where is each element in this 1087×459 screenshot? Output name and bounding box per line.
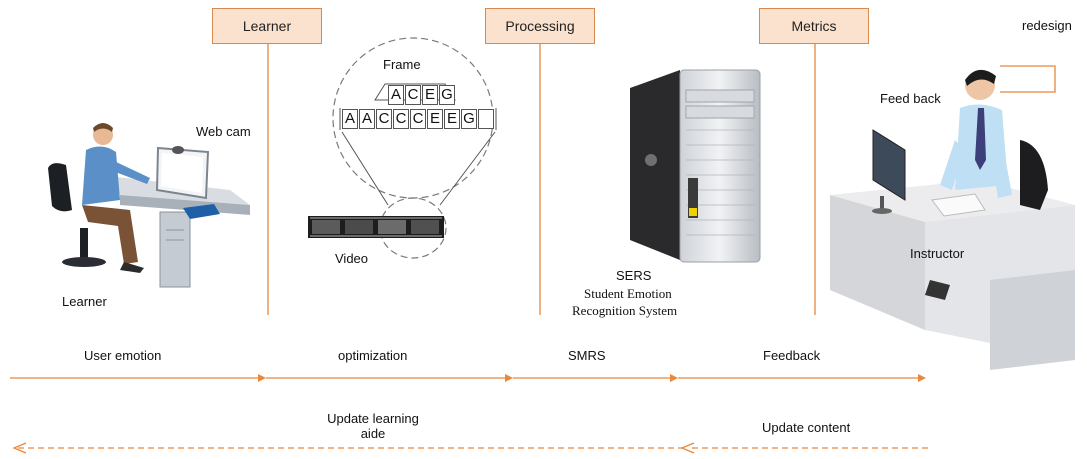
- seq-bottom-cell: C: [376, 109, 392, 129]
- learner-illustration: [48, 123, 250, 288]
- stage-box-metrics: Metrics: [759, 8, 869, 44]
- instructor-illustration: [830, 69, 1075, 370]
- forward-flow-arrow: [10, 374, 926, 382]
- stage-label-learner: Learner: [242, 18, 292, 34]
- stage-box-learner: Learner: [212, 8, 322, 44]
- flow-step-user-emotion: User emotion: [84, 348, 162, 363]
- redesign-bracket: [1000, 65, 1056, 93]
- sers-line-1: Student Emotion: [584, 286, 672, 301]
- video-filmstrip: [308, 216, 444, 238]
- stage-label-metrics: Metrics: [791, 18, 837, 34]
- seq-bottom-cell: E: [444, 109, 460, 129]
- feed-back-label: Feed back: [880, 91, 941, 106]
- seq-bottom-cell: A: [342, 109, 358, 129]
- frame-label: Frame: [383, 57, 421, 72]
- sers-title: SERS: [616, 268, 652, 283]
- stage-box-processing: Processing: [485, 8, 595, 44]
- seq-bottom-cell: G: [461, 109, 477, 129]
- flow-step-optimization: optimization: [338, 348, 408, 363]
- seq-bottom-cell: A: [359, 109, 375, 129]
- update-learning-line-1: Update learning: [327, 411, 419, 426]
- seq-bottom-cell: [478, 109, 494, 129]
- seq-top-cell: C: [405, 85, 421, 105]
- seq-top-cell: E: [422, 85, 438, 105]
- web-cam-label: Web cam: [196, 124, 251, 139]
- update-content-label: Update content: [762, 420, 851, 435]
- learner-figure-label: Learner: [62, 294, 107, 309]
- sers-line-2: Recognition System: [572, 303, 678, 318]
- frame-sequence-bottom: A A C C C E E G: [342, 109, 495, 129]
- stage-label-processing: Processing: [505, 18, 575, 34]
- backward-flow-arrow: [12, 442, 930, 454]
- instructor-label: Instructor: [910, 246, 965, 261]
- seq-bottom-cell: C: [393, 109, 409, 129]
- redesign-label: redesign: [1022, 18, 1072, 33]
- frame-connector-lines: [339, 83, 497, 206]
- video-label: Video: [335, 251, 369, 266]
- seq-bottom-cell: E: [427, 109, 443, 129]
- flow-step-feedback: Feedback: [763, 348, 821, 363]
- flow-step-smrs: SMRS: [568, 348, 606, 363]
- frame-sequence-top: A C E G: [388, 85, 456, 105]
- seq-bottom-cell: C: [410, 109, 426, 129]
- update-learning-line-2: aide: [360, 426, 386, 441]
- seq-top-cell: G: [439, 85, 455, 105]
- sers-computer-illustration: [630, 69, 761, 263]
- seq-top-cell: A: [388, 85, 404, 105]
- update-learning-label: Update learning aide: [318, 411, 428, 441]
